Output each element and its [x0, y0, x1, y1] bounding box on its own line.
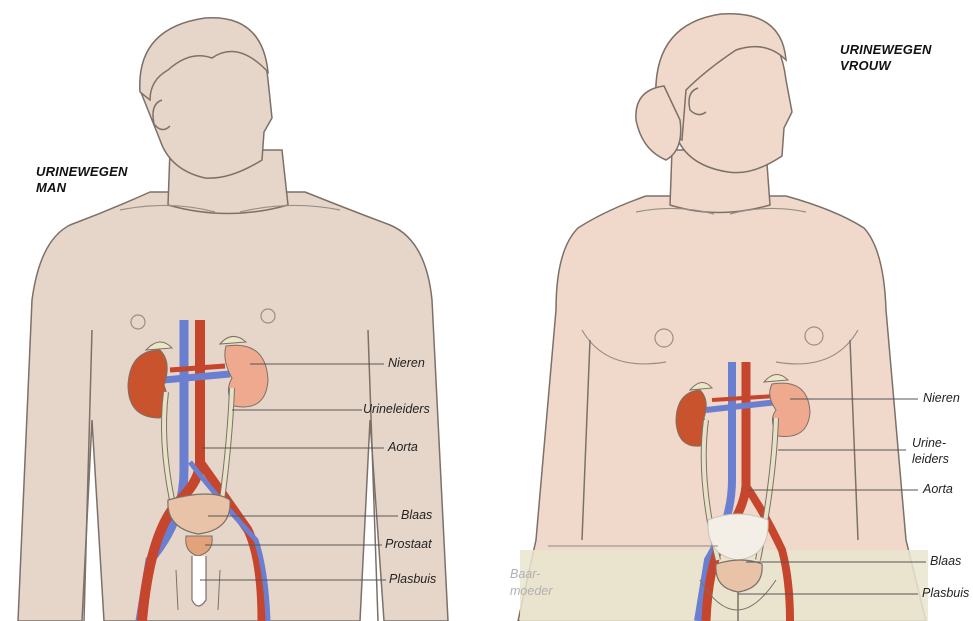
label-baarmoeder-woman-line2: moeder [510, 583, 552, 600]
label-nieren-man: Nieren [388, 356, 425, 371]
female-urinary-diagram: URINEWEGEN VROUW Nieren Urine- leiders A… [486, 0, 973, 621]
label-plasbuis-woman: Plasbuis [922, 586, 969, 601]
label-urineleiders-woman: Urine- leiders [912, 435, 949, 467]
label-urineleiders-woman-line2: leiders [912, 451, 949, 467]
female-title-line1: URINEWEGEN [840, 42, 932, 58]
label-aorta-man: Aorta [388, 440, 418, 455]
label-nieren-woman: Nieren [923, 391, 960, 406]
male-title-line2: MAN [36, 180, 128, 196]
label-urineleiders-man: Urineleiders [363, 402, 430, 417]
label-baarmoeder-woman: Baar- moeder [510, 566, 552, 600]
male-urethra [192, 556, 206, 606]
male-urinary-diagram: URINEWEGEN MAN Nieren Urineleiders Aorta… [0, 0, 486, 621]
label-blaas-woman: Blaas [930, 554, 961, 569]
male-body-illustration [0, 0, 486, 621]
label-plasbuis-man: Plasbuis [389, 572, 436, 587]
female-title-line2: VROUW [840, 58, 932, 74]
label-baarmoeder-woman-line1: Baar- [510, 566, 552, 583]
female-body-illustration [486, 0, 973, 621]
label-prostaat-man: Prostaat [385, 537, 432, 552]
label-aorta-woman: Aorta [923, 482, 953, 497]
male-title: URINEWEGEN MAN [36, 164, 128, 196]
female-title: URINEWEGEN VROUW [840, 42, 932, 74]
male-title-line1: URINEWEGEN [36, 164, 128, 180]
label-blaas-man: Blaas [401, 508, 432, 523]
label-urineleiders-woman-line1: Urine- [912, 435, 949, 451]
